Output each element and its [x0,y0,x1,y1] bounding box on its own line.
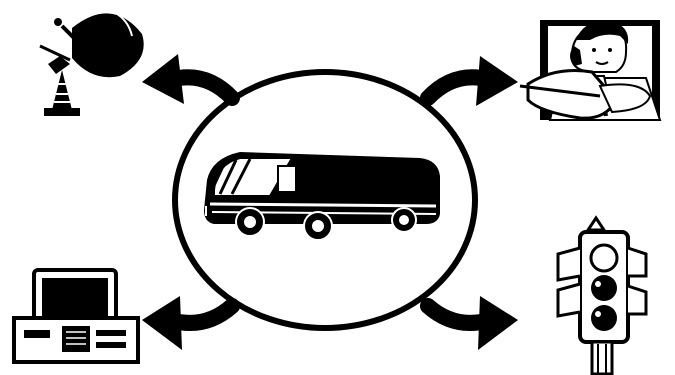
arrow-to-satellite [142,54,232,104]
arrow-to-phone-user [428,56,518,106]
arrow-to-traffic-light [428,296,518,350]
desktop-computer-icon [14,270,138,362]
traffic-light-icon [558,218,646,374]
person-on-phone-icon [520,20,660,120]
satellite-dish-icon [40,10,144,116]
arrow-to-computer [142,296,232,350]
hub [175,72,475,328]
bus-icon [204,152,440,240]
